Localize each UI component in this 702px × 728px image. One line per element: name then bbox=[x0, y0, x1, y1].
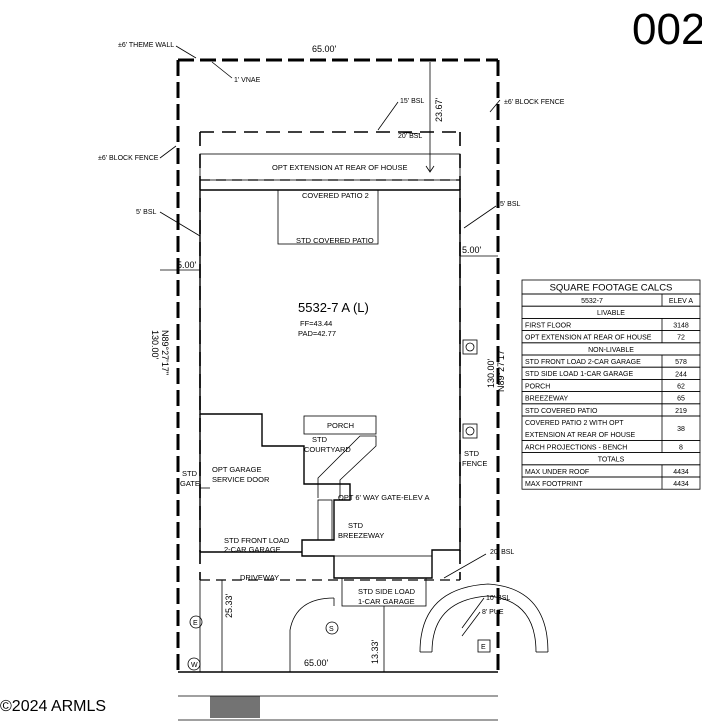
house-plan-label: 5532-7 A (L) bbox=[298, 300, 369, 315]
sqft-row-label: ARCH PROJECTIONS - BENCH bbox=[525, 444, 627, 451]
pad-label: PAD=42.77 bbox=[298, 329, 336, 338]
dim-right-bearing: N89°27'17" bbox=[496, 347, 506, 392]
std-gate-label-1: STD bbox=[182, 469, 198, 478]
opt-garage-label-1: OPT GARAGE bbox=[212, 465, 261, 474]
porch-label: PORCH bbox=[327, 421, 354, 430]
leader-lines bbox=[159, 45, 501, 637]
sqft-section-label: TOTALS bbox=[598, 457, 625, 464]
bsl-5-right-label: 5' BSL bbox=[500, 201, 521, 208]
sqft-row-label: FIRST FLOOR bbox=[525, 322, 571, 329]
bsl-20-bottom-label: 20' BSL bbox=[490, 549, 514, 556]
sqft-row-label-2: EXTENSION AT REAR OF HOUSE bbox=[525, 432, 636, 439]
property-line bbox=[176, 58, 500, 673]
pue-8-label: 8' PUE bbox=[482, 609, 504, 616]
bsl-5-left-label: 5' BSL bbox=[136, 209, 157, 216]
std-courtyard-label-2: COURTYARD bbox=[304, 445, 351, 454]
dim-front-right: 13.33' bbox=[370, 639, 380, 664]
survey-markers bbox=[187, 615, 491, 671]
sqft-row-label: STD SIDE LOAD 1-CAR GARAGE bbox=[525, 371, 633, 378]
dim-front-left: 25.33' bbox=[224, 593, 234, 618]
sqft-row-value: 65 bbox=[677, 396, 685, 403]
sqft-row-label: MAX FOOTPRINT bbox=[525, 481, 583, 488]
block-fence-left-label: ±6' BLOCK FENCE bbox=[98, 155, 159, 162]
vnae-label: 1' VNAE bbox=[234, 77, 261, 84]
std-covered-patio-label: STD COVERED PATIO bbox=[296, 236, 374, 245]
driveway-label: DRIVEWAY bbox=[240, 573, 279, 582]
cul-de-sac-arc bbox=[419, 583, 549, 653]
opt-garage-label-2: SERVICE DOOR bbox=[212, 475, 270, 484]
sqft-row-value: 578 bbox=[675, 359, 687, 366]
sqft-row-value: 219 bbox=[675, 408, 687, 415]
sqft-header-elev: ELEV A bbox=[669, 298, 693, 305]
std-courtyard-label-1: STD bbox=[312, 435, 328, 444]
opt-extension-label: OPT EXTENSION AT REAR OF HOUSE bbox=[272, 163, 407, 172]
std-fence-label-1: STD bbox=[464, 449, 480, 458]
dim-left-side: 5.00' bbox=[177, 260, 197, 270]
bsl-20-top-label: 20' BSL bbox=[398, 133, 422, 140]
dimension-lines bbox=[160, 62, 498, 672]
sqft-row-label: OPT EXTENSION AT REAR OF HOUSE bbox=[525, 335, 652, 342]
sqft-row-value: 244 bbox=[675, 371, 687, 378]
std-gate-label-2: GATE bbox=[180, 479, 200, 488]
dim-bottom-width: 65.00' bbox=[304, 658, 329, 668]
opt-gate-label: OPT 6' WAY GATE-ELEV A bbox=[338, 493, 429, 502]
dim-right-length: 130.00' bbox=[486, 358, 496, 388]
bsl-10-label: 10' BSL bbox=[486, 595, 510, 602]
marker-s: S bbox=[329, 626, 334, 633]
sqft-header-plan: 5532-7 bbox=[581, 298, 603, 305]
sheet-number: 002 bbox=[632, 5, 702, 54]
square-footage-table: SQUARE FOOTAGE CALCS 5532-7 ELEV A LIVABLE F… bbox=[521, 279, 701, 490]
sqft-row-label: COVERED PATIO 2 WITH OPT bbox=[525, 420, 624, 427]
house-footprint bbox=[199, 189, 461, 607]
sqft-row-label: PORCH bbox=[525, 383, 550, 390]
sqft-row-value: 4434 bbox=[673, 481, 689, 488]
dim-left-bearing: N89°27'17" bbox=[160, 330, 170, 375]
dim-top-width: 65.00' bbox=[312, 44, 337, 54]
covered-patio-2-label: COVERED PATIO 2 bbox=[302, 191, 369, 200]
sqft-row-value: 8 bbox=[679, 445, 683, 452]
sqft-row-value: 38 bbox=[677, 426, 685, 433]
std-fence-label-2: FENCE bbox=[462, 459, 487, 468]
copyright: ©2024 ARMLS bbox=[0, 698, 106, 715]
std-breezeway-label-1: STD bbox=[348, 521, 364, 530]
std-breezeway-label-2: BREEZEWAY bbox=[338, 531, 384, 540]
dim-left-length: 130.00' bbox=[150, 330, 160, 360]
sqft-row bbox=[521, 476, 701, 490]
marker-e-left: E bbox=[193, 620, 198, 627]
bsl-15-label: 15' BSL bbox=[400, 98, 424, 105]
utility-meters bbox=[462, 339, 478, 439]
marker-e-right: E bbox=[481, 644, 486, 651]
sqft-section-label: NON-LIVABLE bbox=[588, 347, 634, 354]
sqft-row-value: 3148 bbox=[673, 323, 689, 330]
dim-right-side: 5.00' bbox=[462, 245, 482, 255]
sqft-row-label: MAX UNDER ROOF bbox=[525, 469, 589, 476]
sqft-row-value: 62 bbox=[677, 384, 685, 391]
block-fence-right-label: ±6' BLOCK FENCE bbox=[504, 99, 565, 106]
std-side-load-label-2: 1-CAR GARAGE bbox=[358, 597, 415, 606]
sqft-section-label: LIVABLE bbox=[597, 310, 625, 317]
sqft-row-value: 4434 bbox=[673, 469, 689, 476]
std-side-load-label-1: STD SIDE LOAD bbox=[358, 587, 416, 596]
dim-rear-setback: 23.67' bbox=[434, 97, 444, 122]
theme-wall-label: ±6' THEME WALL bbox=[118, 42, 174, 49]
sqft-row-value: 72 bbox=[677, 335, 685, 342]
std-front-load-label-2: 2-CAR GARAGE bbox=[224, 545, 281, 554]
sqft-title: SQUARE FOOTAGE CALCS bbox=[550, 283, 673, 294]
std-front-load-label-1: STD FRONT LOAD bbox=[224, 536, 290, 545]
street bbox=[178, 695, 498, 721]
ff-label: FF=43.44 bbox=[300, 319, 332, 328]
sqft-row-label: BREEZEWAY bbox=[525, 396, 569, 403]
marker-w: W bbox=[191, 662, 198, 669]
sqft-row-label: STD FRONT LOAD 2-CAR GARAGE bbox=[525, 359, 641, 366]
sqft-row-label: STD COVERED PATIO bbox=[525, 408, 598, 415]
